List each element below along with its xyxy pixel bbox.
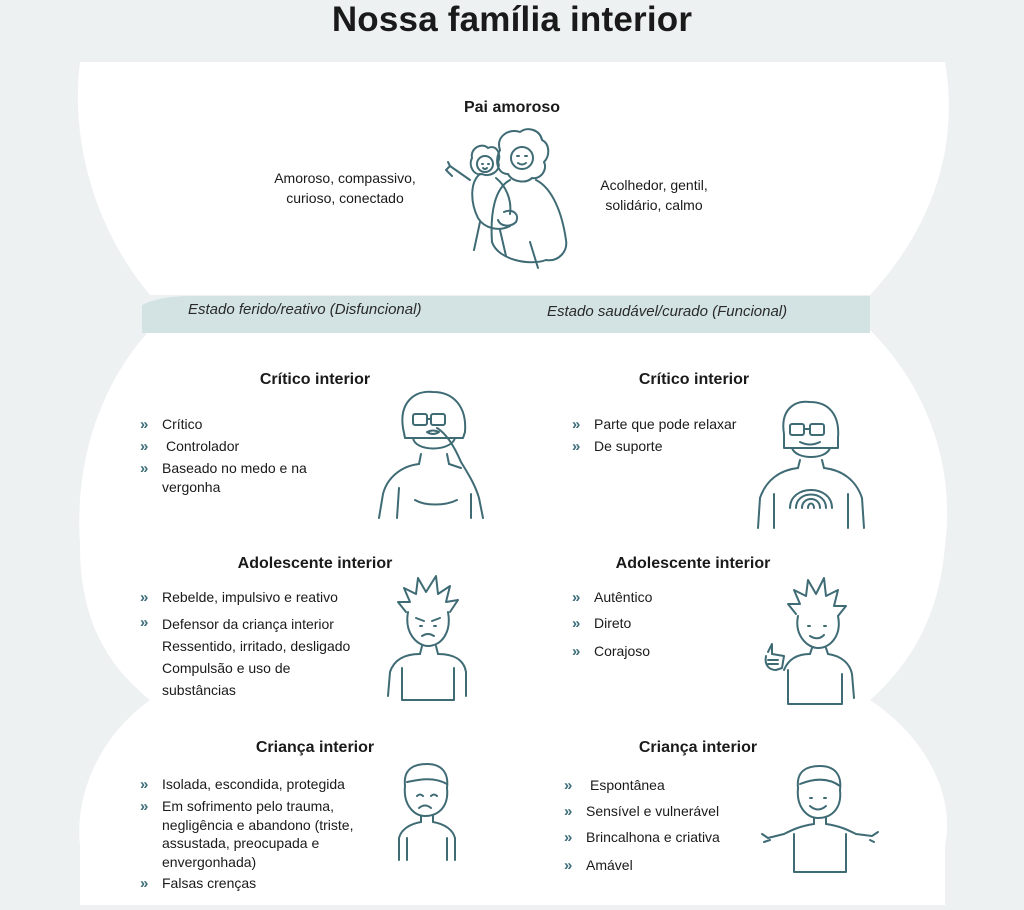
worried-critic-icon bbox=[375, 388, 500, 523]
left-child-heading: Criança interior bbox=[255, 739, 375, 756]
chevron-right-icon: » bbox=[564, 803, 573, 820]
parent-hugging-child-icon bbox=[440, 122, 580, 272]
list-item: »Direto bbox=[572, 615, 632, 632]
chevron-right-icon: » bbox=[140, 614, 149, 631]
list-item: »Sensível e vulnerável bbox=[564, 803, 720, 820]
angry-teen-icon bbox=[384, 572, 469, 704]
right-teen-list: »Autêntico »Direto »Corajoso bbox=[572, 588, 732, 664]
chevron-right-icon: » bbox=[140, 460, 149, 477]
list-item: »Brincalhona e criativa bbox=[564, 829, 720, 846]
chevron-right-icon: » bbox=[572, 643, 581, 660]
list-item: »Baseado no medo e na vergonha bbox=[140, 460, 307, 495]
right-child-heading: Criança interior bbox=[638, 739, 758, 756]
left-critic-heading: Crítico interior bbox=[259, 371, 371, 388]
thumbs-up-teen-icon bbox=[762, 574, 857, 709]
list-item: »Espontânea bbox=[564, 777, 665, 794]
trait-line: curioso, conectado bbox=[286, 190, 404, 206]
chevron-right-icon: » bbox=[140, 776, 149, 793]
calm-critic-rainbow-icon bbox=[752, 398, 872, 530]
trait-line: Amoroso, compassivo, bbox=[274, 170, 416, 186]
left-teen-heading: Adolescente interior bbox=[237, 555, 393, 572]
list-item: »Autêntico bbox=[572, 589, 653, 606]
chevron-right-icon: » bbox=[140, 416, 149, 433]
right-teen-heading: Adolescente interior bbox=[615, 555, 771, 572]
list-item: »Em sofrimento pelo trauma, negligência … bbox=[140, 798, 354, 870]
list-item: »Corajoso bbox=[572, 643, 651, 660]
list-item: »Crítico bbox=[140, 416, 203, 433]
chevron-right-icon: » bbox=[140, 875, 149, 892]
right-critic-list: »Parte que pode relaxar »De suporte bbox=[572, 415, 792, 459]
loving-parent-right-traits: Acolhedor, gentil, solidário, calmo bbox=[584, 175, 724, 215]
left-critic-list: »Crítico »Controlador »Baseado no medo e… bbox=[140, 415, 370, 500]
chevron-right-icon: » bbox=[572, 438, 581, 455]
band-label-dysfunctional: Estado ferido/reativo (Disfuncional) bbox=[188, 301, 422, 318]
loving-parent-left-traits: Amoroso, compassivo, curioso, conectado bbox=[262, 168, 428, 208]
list-item: »De suporte bbox=[572, 438, 663, 455]
chevron-right-icon: » bbox=[564, 829, 573, 846]
chevron-right-icon: » bbox=[564, 857, 573, 874]
chevron-right-icon: » bbox=[572, 589, 581, 606]
list-item: »Falsas crenças bbox=[140, 875, 257, 892]
chevron-right-icon: » bbox=[140, 438, 149, 455]
left-teen-list: »Rebelde, impulsivo e reativo »Defensor … bbox=[140, 588, 380, 704]
loving-parent-heading: Pai amoroso bbox=[463, 99, 561, 116]
chevron-right-icon: » bbox=[140, 798, 149, 815]
left-child-list: »Isolada, escondida, protegida »Em sofri… bbox=[140, 775, 380, 896]
page-title: Nossa família interior bbox=[331, 0, 693, 39]
chevron-right-icon: » bbox=[564, 777, 573, 794]
right-critic-heading: Crítico interior bbox=[638, 371, 750, 388]
list-item: »Amável bbox=[564, 857, 633, 874]
right-child-list: »Espontânea »Sensível e vulnerável »Brin… bbox=[564, 776, 764, 878]
list-item: »Parte que pode relaxar bbox=[572, 416, 737, 433]
chevron-right-icon: » bbox=[572, 416, 581, 433]
trait-line: solidário, calmo bbox=[605, 197, 703, 213]
list-item: »Rebelde, impulsivo e reativo bbox=[140, 589, 338, 606]
list-item: »Isolada, escondida, protegida bbox=[140, 776, 345, 793]
happy-child-icon bbox=[760, 764, 880, 874]
sad-child-icon bbox=[393, 762, 458, 862]
list-item: »Defensor da criança interior Ressentido… bbox=[140, 614, 351, 698]
list-item: »Controlador bbox=[140, 438, 240, 455]
chevron-right-icon: » bbox=[572, 615, 581, 632]
chevron-right-icon: » bbox=[140, 589, 149, 606]
trait-line: Acolhedor, gentil, bbox=[600, 177, 708, 193]
band-label-functional: Estado saudável/curado (Funcional) bbox=[547, 303, 788, 320]
